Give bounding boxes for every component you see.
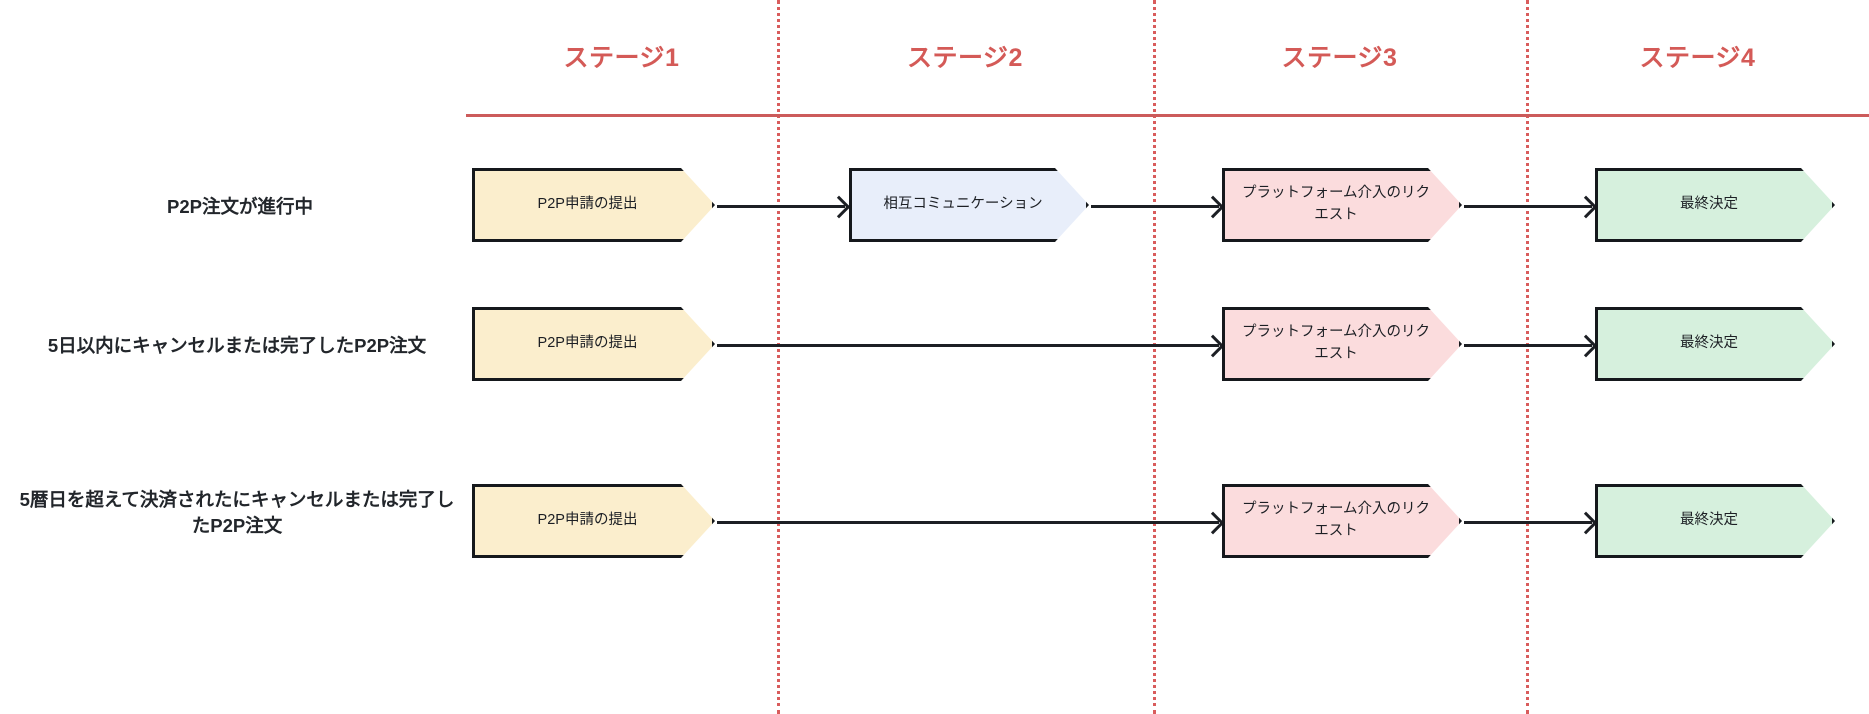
stage-header-3: ステージ3 <box>1281 44 1398 72</box>
node-row1-stage4[interactable]: 最終決定 <box>1595 168 1835 242</box>
row-label-1: P2P注文が進行中 <box>167 196 313 217</box>
node-row2-stage3[interactable]: プラットフォーム介入のリクエスト <box>1222 307 1462 381</box>
stage-header-2: ステージ2 <box>907 44 1023 72</box>
node-label: 相互コミュニケーション <box>883 196 1043 213</box>
stage-header-4: ステージ4 <box>1639 44 1756 72</box>
node-label: プラットフォーム介入のリクエスト <box>1241 185 1431 223</box>
connector-row2-s3-s4 <box>1464 344 1592 347</box>
connector-row3-s3-s4 <box>1464 521 1592 524</box>
node-label: プラットフォーム介入のリクエスト <box>1241 501 1431 539</box>
node-row2-stage1[interactable]: P2P申請の提出 <box>472 307 715 381</box>
stage-divider-2 <box>1153 0 1156 714</box>
header-rule <box>466 114 1869 117</box>
node-label: プラットフォーム介入のリクエスト <box>1241 324 1431 362</box>
connector-row1-s2-s3 <box>1091 205 1219 208</box>
connector-row1-s3-s4 <box>1464 205 1592 208</box>
node-label: 最終決定 <box>1680 335 1738 352</box>
connector-row3-s1-s3 <box>717 521 1219 524</box>
node-row3-stage3[interactable]: プラットフォーム介入のリクエスト <box>1222 484 1462 558</box>
node-row1-stage1[interactable]: P2P申請の提出 <box>472 168 715 242</box>
node-label: 最終決定 <box>1680 512 1738 529</box>
row-label-3: 5暦日を超えて決済されたにキャンセルまたは完了したP2P注文 <box>19 489 455 537</box>
node-label: P2P申請の提出 <box>537 196 638 213</box>
node-row3-stage1[interactable]: P2P申請の提出 <box>472 484 715 558</box>
stage-header-1: ステージ1 <box>563 44 680 72</box>
connector-row2-s1-s3 <box>717 344 1219 347</box>
stage-divider-1 <box>777 0 780 714</box>
row-label-2: 5日以内にキャンセルまたは完了したP2P注文 <box>47 335 427 356</box>
stage-divider-3 <box>1526 0 1529 714</box>
node-label: P2P申請の提出 <box>537 335 638 352</box>
node-row3-stage4[interactable]: 最終決定 <box>1595 484 1835 558</box>
node-label: 最終決定 <box>1680 196 1738 213</box>
node-row1-stage3[interactable]: プラットフォーム介入のリクエスト <box>1222 168 1462 242</box>
node-row2-stage4[interactable]: 最終決定 <box>1595 307 1835 381</box>
node-row1-stage2[interactable]: 相互コミュニケーション <box>849 168 1089 242</box>
node-label: P2P申請の提出 <box>537 512 638 529</box>
connector-row1-s1-s2 <box>717 205 845 208</box>
